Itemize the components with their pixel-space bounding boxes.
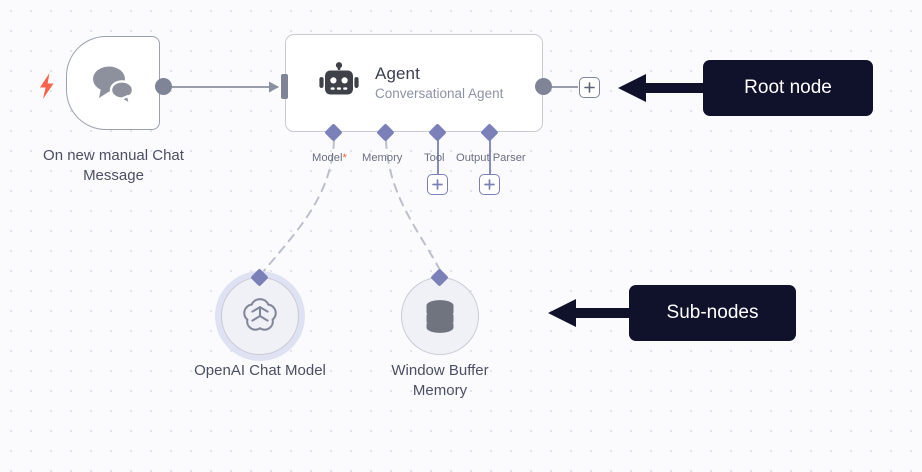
plus-icon — [432, 179, 443, 190]
node-agent[interactable]: Agent Conversational Agent — [285, 34, 543, 132]
agent-input-port[interactable] — [281, 74, 288, 99]
node-openai-chat-model[interactable] — [221, 277, 299, 355]
agent-subtitle: Conversational Agent — [375, 86, 504, 102]
add-tool-button[interactable] — [427, 174, 448, 195]
node-manual-chat-trigger[interactable] — [66, 36, 160, 130]
edge-trigger-to-agent — [168, 81, 279, 93]
add-main-output-button[interactable] — [579, 77, 600, 98]
edge-memory-to-buffer — [385, 139, 442, 273]
plus-icon — [484, 179, 495, 190]
agent-title: Agent — [375, 64, 420, 84]
add-output-parser-button[interactable] — [479, 174, 500, 195]
edge-model-to-openai — [262, 139, 335, 273]
robot-icon — [319, 62, 359, 95]
trigger-output-port[interactable] — [155, 78, 172, 95]
chat-bubbles-icon — [93, 66, 135, 105]
plus-icon — [584, 82, 595, 93]
agent-output-port[interactable] — [535, 78, 552, 95]
database-icon — [426, 300, 454, 333]
agent-text-block: Agent Conversational Agent — [375, 64, 503, 101]
openai-logo-icon — [243, 298, 277, 331]
node-window-buffer-memory[interactable] — [401, 277, 479, 355]
